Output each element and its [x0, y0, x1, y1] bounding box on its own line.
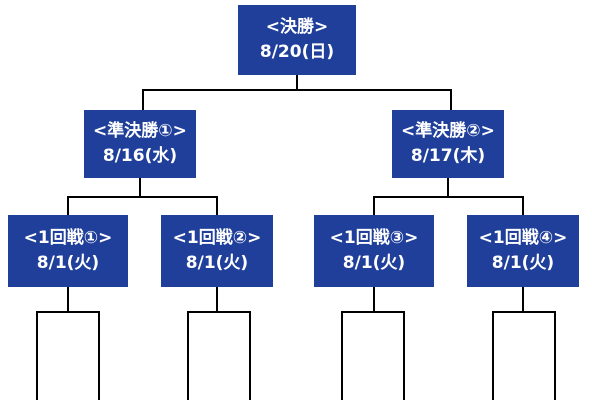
match-title: <1回戦④> — [478, 228, 568, 248]
connector-final-semis — [142, 74, 452, 111]
match-box-final: <決勝> 8/20(日) — [238, 5, 356, 75]
match-date: 8/1(火) — [491, 253, 555, 273]
match-title: <1回戦②> — [172, 228, 262, 248]
match-title: <1回戦③> — [329, 228, 419, 248]
match-box-semi-1: <準決勝①> 8/16(水) — [84, 110, 196, 178]
connector-semi-1-round1 — [67, 177, 218, 216]
match-box-semi-2: <準決勝②> 8/17(木) — [392, 110, 504, 178]
match-title: <1回戦①> — [23, 228, 113, 248]
slots-round1-3 — [341, 286, 405, 400]
match-date: 8/20(日) — [259, 42, 335, 62]
slots-round1-4 — [492, 286, 556, 400]
match-date: 8/1(火) — [36, 253, 100, 273]
match-title: <決勝> — [265, 17, 329, 37]
connector-semi-2-round1 — [373, 177, 524, 216]
match-date: 8/1(火) — [342, 253, 406, 273]
match-date: 8/16(水) — [102, 146, 178, 166]
slots-round1-2 — [187, 286, 251, 400]
match-title: <準決勝②> — [401, 121, 495, 141]
match-date: 8/17(木) — [410, 146, 486, 166]
match-date: 8/1(火) — [185, 253, 249, 273]
match-box-round1-2: <1回戦②> 8/1(火) — [161, 215, 273, 287]
match-title: <準決勝①> — [93, 121, 187, 141]
match-box-round1-4: <1回戦④> 8/1(火) — [467, 215, 579, 287]
slots-round1-1 — [36, 286, 100, 400]
match-box-round1-3: <1回戦③> 8/1(火) — [314, 215, 434, 287]
match-box-round1-1: <1回戦①> 8/1(火) — [8, 215, 128, 287]
